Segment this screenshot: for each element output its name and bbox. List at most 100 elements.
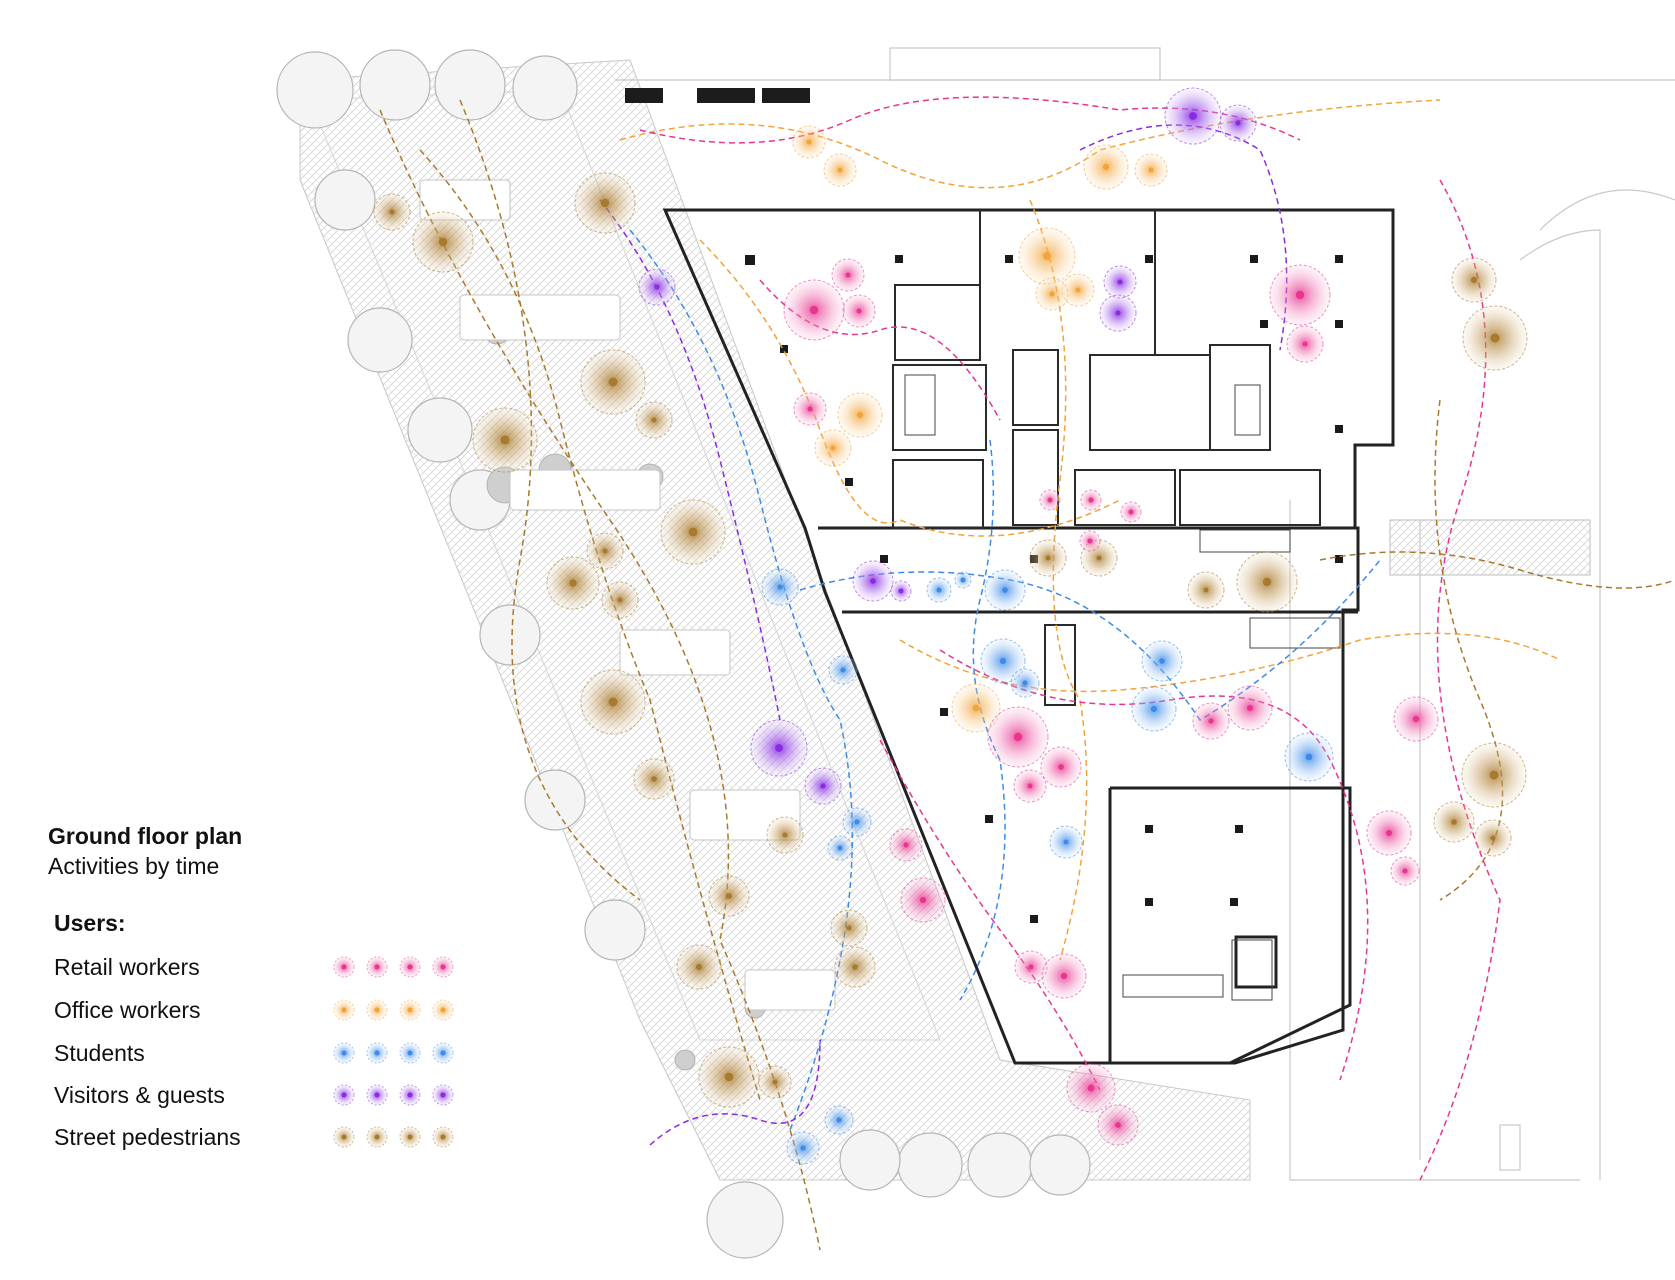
visitors-swatch-dot (440, 1092, 446, 1098)
retail-activity-dot (1027, 783, 1033, 789)
pedestrians-activity-dot (438, 237, 448, 247)
retail-activity-dot (1060, 972, 1068, 980)
pedestrians-activity-dot (772, 1079, 778, 1085)
office-swatch-dot (440, 1007, 446, 1013)
road-outline (615, 47, 1675, 1181)
visitors-swatch-dot (341, 1092, 347, 1098)
legend-item-students: Students (54, 1038, 454, 1068)
legend-label: Visitors & guests (54, 1082, 225, 1108)
legend-swatches-office (333, 999, 454, 1021)
students-activity-dot (1150, 705, 1158, 713)
pedestrians-activity-dot (1262, 577, 1272, 587)
visitors-swatch-dot (407, 1092, 413, 1098)
office-activity-dot (1043, 252, 1051, 260)
retail-activity-dot (1088, 497, 1094, 503)
visitors-activity-dot (775, 744, 783, 752)
retail-activity-dot (1402, 868, 1408, 874)
legend-label: Office workers (54, 997, 201, 1023)
core-rooms (892, 210, 1321, 706)
students-activity-dot (1022, 680, 1028, 686)
pedestrians-activity-dot (846, 925, 852, 931)
visitors-activity-dot (820, 783, 826, 789)
retail-activity-dot (1128, 509, 1134, 515)
pedestrians-activity-dot (1451, 819, 1457, 825)
office-activity-dot (972, 704, 980, 712)
retail-activity-dot (845, 272, 851, 278)
retail-activity-dot (1295, 290, 1305, 300)
pedestrians-activity-dot (617, 597, 623, 603)
vents (625, 88, 810, 103)
retail-activity-dot (919, 896, 927, 904)
visitors-activity-dot (1189, 112, 1197, 120)
retail-activity-dot (1208, 718, 1214, 724)
visitors-activity-dot (1115, 310, 1121, 316)
office-activity-dot (1102, 163, 1110, 171)
retail-swatch-dot (341, 964, 347, 970)
retail-activity-dot (1028, 964, 1034, 970)
retail-activity-dot (1087, 1084, 1095, 1092)
pedestrians-activity-dot (651, 417, 657, 423)
visitors-activity-dot (870, 578, 876, 584)
office-activity-dot (1148, 167, 1154, 173)
retail-activity-dot (1246, 704, 1254, 712)
retail-activity-dot (807, 406, 813, 412)
pedestrians-activity-dot (1203, 587, 1209, 593)
retail-activity-dot (1412, 715, 1420, 723)
pedestrians-activity-dot (1489, 770, 1499, 780)
legend-label: Retail workers (54, 954, 200, 980)
pedestrians-activity-dot (852, 964, 858, 970)
pedestrians-swatch-dot (407, 1134, 413, 1140)
retail-activity-dot (1013, 732, 1023, 742)
visitors-swatch-dot (374, 1092, 380, 1098)
retail-activity-dot (903, 842, 909, 848)
retail-swatch-dot (440, 964, 446, 970)
pedestrians-activity-dot (602, 548, 608, 554)
retail-activity-dot (1302, 341, 1308, 347)
pedestrians-activity-dot (389, 209, 395, 215)
pedestrians-activity-dot (651, 776, 657, 782)
pedestrians-activity-dot (1490, 333, 1500, 343)
legend-label: Street pedestrians (54, 1124, 241, 1150)
students-activity-dot (840, 667, 846, 673)
students-activity-dot (1305, 753, 1313, 761)
retail-swatch-dot (407, 964, 413, 970)
retail-activity-dot (1047, 497, 1053, 503)
office-activity-dot (837, 167, 843, 173)
pedestrians-swatch-dot (341, 1134, 347, 1140)
students-swatch-dot (407, 1050, 413, 1056)
activity-spots (373, 87, 1528, 1165)
students-activity-dot (1063, 839, 1069, 845)
pedestrians-activity-dot (608, 377, 618, 387)
retail-activity-dot (809, 305, 819, 315)
students-activity-dot (837, 845, 843, 851)
retail-activity-dot (856, 308, 862, 314)
pedestrians-activity-dot (600, 198, 610, 208)
legend-users-heading: Users: (54, 910, 126, 936)
retail-swatch-dot (374, 964, 380, 970)
students-swatch-dot (374, 1050, 380, 1056)
students-swatch-dot (341, 1050, 347, 1056)
students-activity-dot (960, 577, 966, 583)
office-activity-dot (1049, 291, 1055, 297)
students-swatch-dot (440, 1050, 446, 1056)
pedestrians-activity-dot (1045, 555, 1051, 561)
legend-item-office: Office workers (54, 995, 454, 1025)
pedestrians-activity-dot (1096, 555, 1102, 561)
students-activity-dot (777, 584, 783, 590)
pedestrians-activity-dot (608, 697, 618, 707)
legend-item-retail: Retail workers (54, 952, 454, 982)
office-activity-dot (830, 445, 836, 451)
office-activity-dot (806, 139, 812, 145)
pedestrians-activity-dot (726, 893, 732, 899)
students-activity-dot (936, 587, 942, 593)
trees (276, 49, 1091, 1259)
retail-activity-dot (1087, 538, 1093, 544)
office-swatch-dot (341, 1007, 347, 1013)
pedestrians-activity-dot (569, 579, 577, 587)
legend-swatches-pedestrians (333, 1126, 454, 1148)
office-swatch-dot (407, 1007, 413, 1013)
visitors-activity-dot (1117, 279, 1123, 285)
legend-title: Ground floor plan (48, 823, 243, 849)
pedestrians-swatch-dot (374, 1134, 380, 1140)
